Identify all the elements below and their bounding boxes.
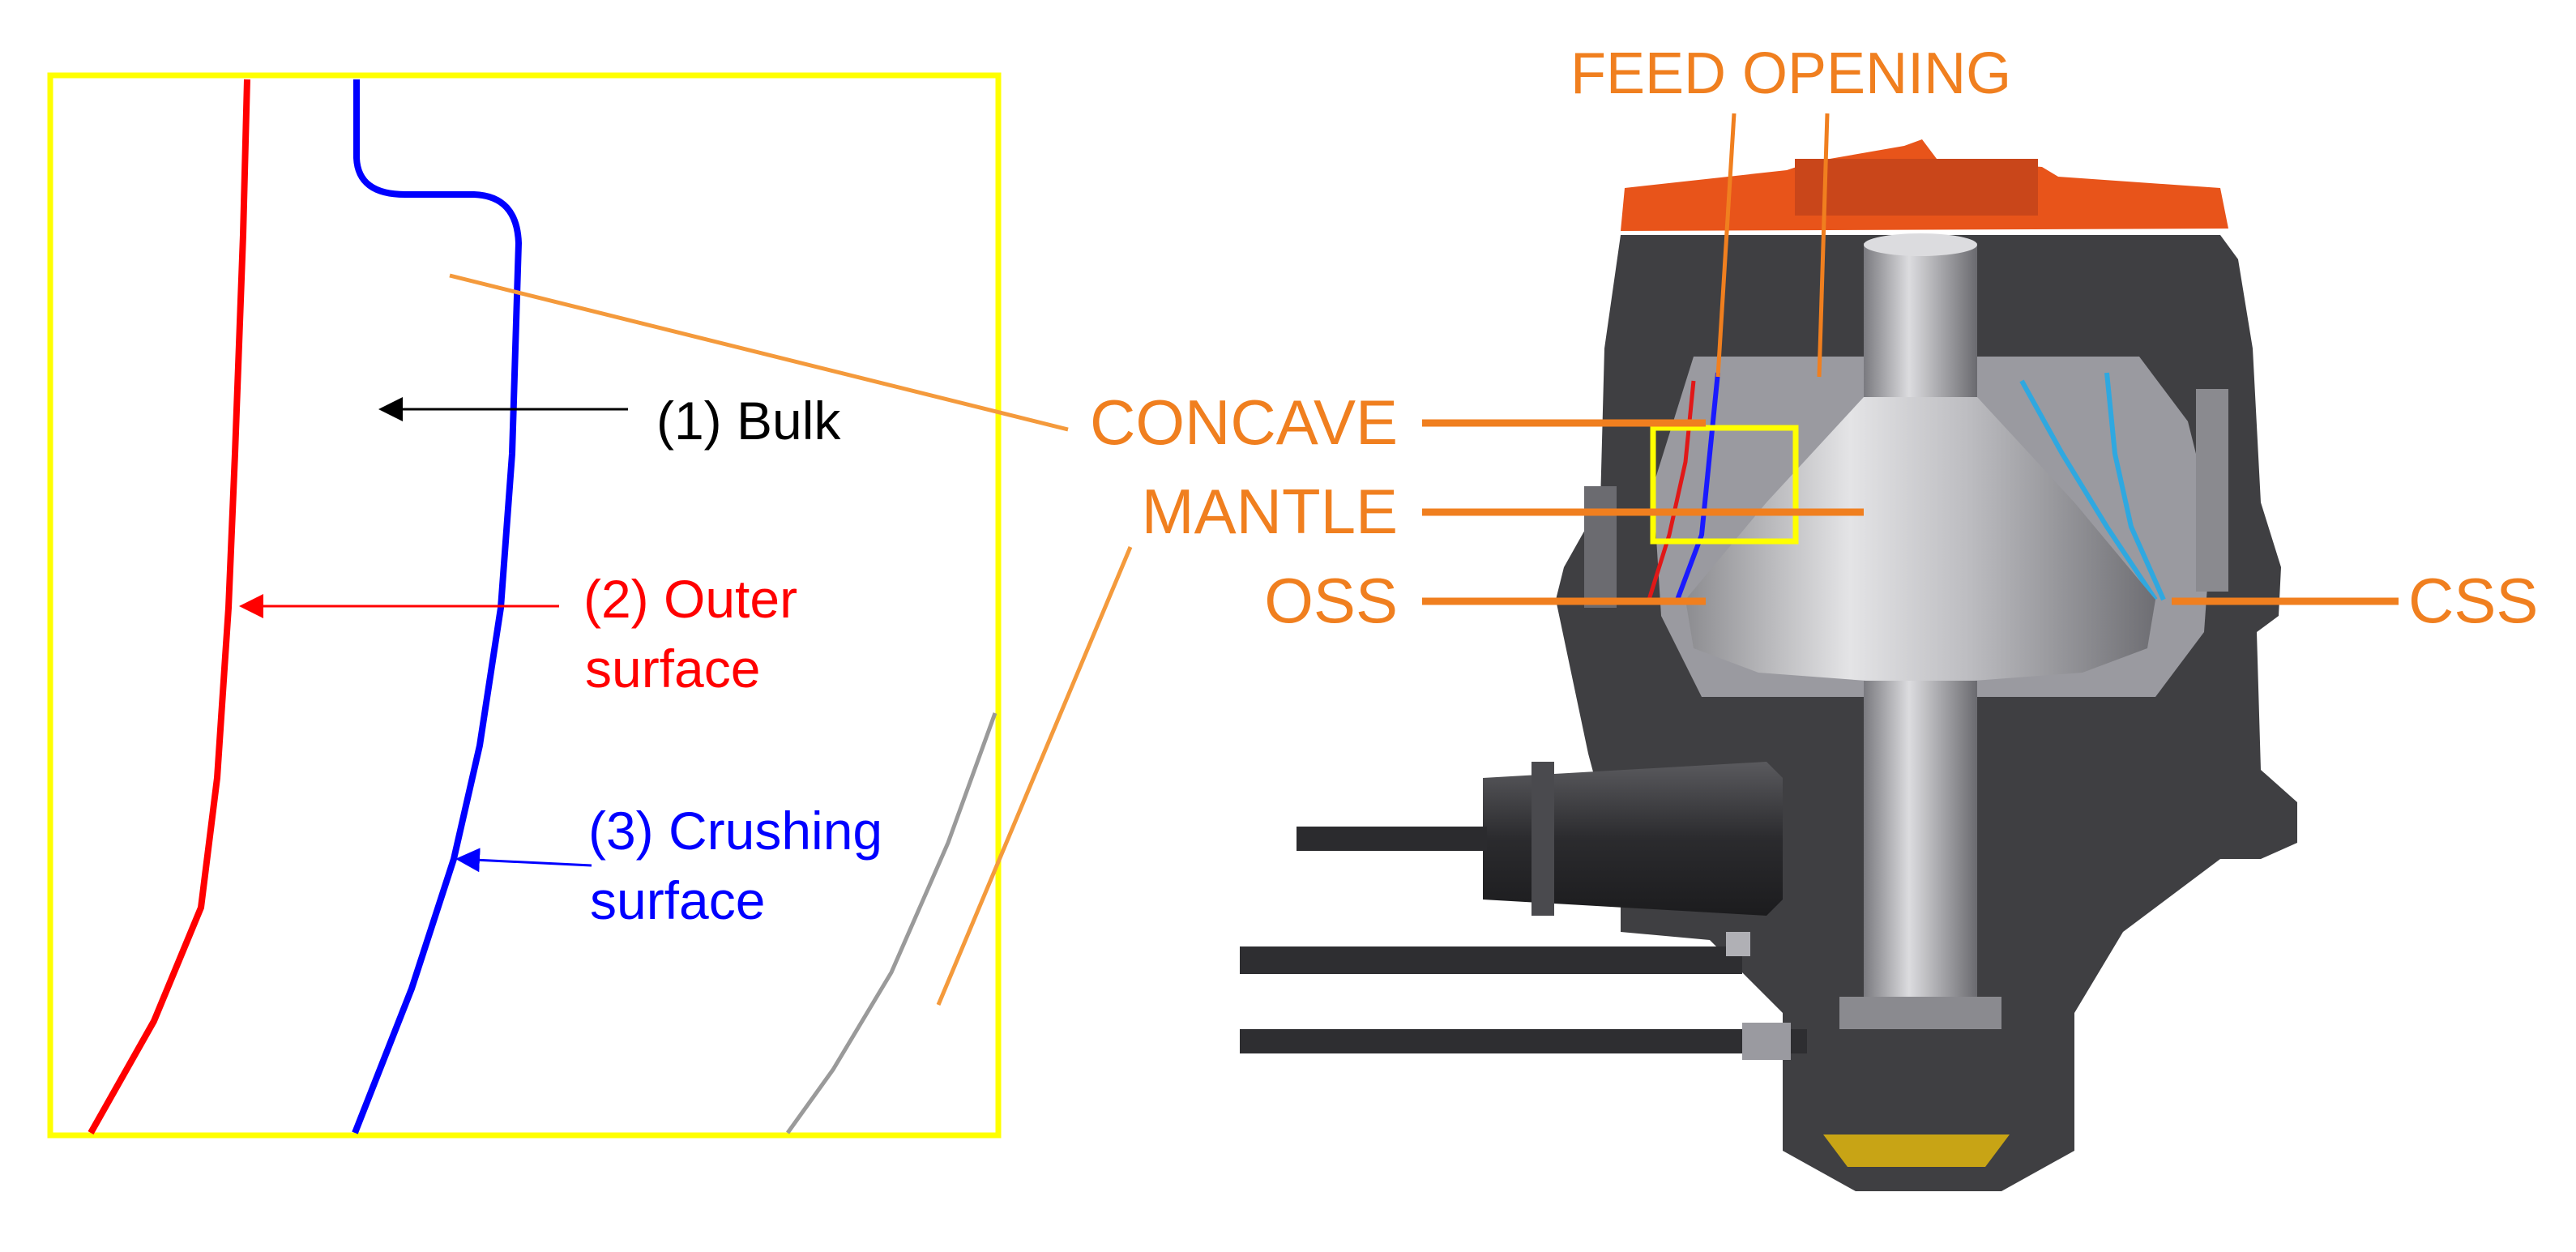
css-label: CSS bbox=[2408, 565, 2538, 636]
crushing-surface-arrow bbox=[455, 848, 592, 873]
motor-flange bbox=[1532, 762, 1554, 916]
concave-connector-line bbox=[449, 273, 1069, 432]
lube-pipe-lower bbox=[1240, 1029, 1807, 1053]
label-leaders bbox=[1422, 113, 2399, 605]
outer-surface-line bbox=[88, 79, 250, 1134]
detail-location-box bbox=[1650, 425, 1799, 545]
lube-pipe-upper bbox=[1240, 946, 1742, 974]
right-concave-liner-2 bbox=[2104, 372, 2166, 601]
crushing-surface-line bbox=[352, 79, 522, 1134]
main-shaft-lower bbox=[1864, 681, 1977, 1029]
main-shaft-upper bbox=[1864, 243, 1977, 405]
concave-label: CONCAVE bbox=[1090, 387, 1398, 458]
crushing-surface-label-1: (3) Crushing bbox=[588, 801, 882, 861]
mantle-label: MANTLE bbox=[1142, 476, 1398, 547]
mantle-cone bbox=[1685, 397, 2155, 685]
outer-surface-label-1: (2) Outer bbox=[583, 569, 797, 629]
mantle-connector-line bbox=[936, 546, 1133, 1006]
detail-panel: (1) Bulk (2) Outer surface (3) Crushing … bbox=[47, 72, 1002, 1139]
bulk-label: (1) Bulk bbox=[656, 391, 841, 451]
right-concave-liner-1 bbox=[2019, 379, 2158, 601]
cone-crusher-illustration bbox=[1240, 139, 2297, 1191]
pipe-elbow bbox=[1726, 932, 1750, 956]
drive-motor bbox=[1483, 762, 1783, 916]
feed-opening-label: FEED OPENING bbox=[1570, 41, 2011, 106]
pipe-coupling bbox=[1742, 1023, 1791, 1060]
crusher-base-yellow bbox=[1823, 1134, 2010, 1167]
crushing-surface-label-2: surface bbox=[590, 870, 765, 930]
shaft-base-block bbox=[1839, 997, 2001, 1029]
shaft-top-face bbox=[1864, 233, 1977, 256]
left-concave-liner bbox=[1675, 372, 1720, 601]
concave-boundary-line bbox=[785, 712, 998, 1134]
crusher-labels: FEED OPENING CONCAVE MANTLE OSS CSS bbox=[1090, 41, 2538, 636]
feed-opening-leader-right bbox=[1817, 113, 1830, 378]
oss-label: OSS bbox=[1264, 565, 1398, 636]
left-cylinder bbox=[1584, 486, 1617, 608]
motor-shaft bbox=[1297, 827, 1487, 851]
outer-surface-label-2: surface bbox=[585, 639, 760, 699]
right-cylinder bbox=[2196, 389, 2228, 592]
feed-opening-leader-left bbox=[1715, 113, 1737, 378]
connector-lines bbox=[449, 273, 1133, 1006]
crusher-top-hub bbox=[1795, 159, 2038, 216]
